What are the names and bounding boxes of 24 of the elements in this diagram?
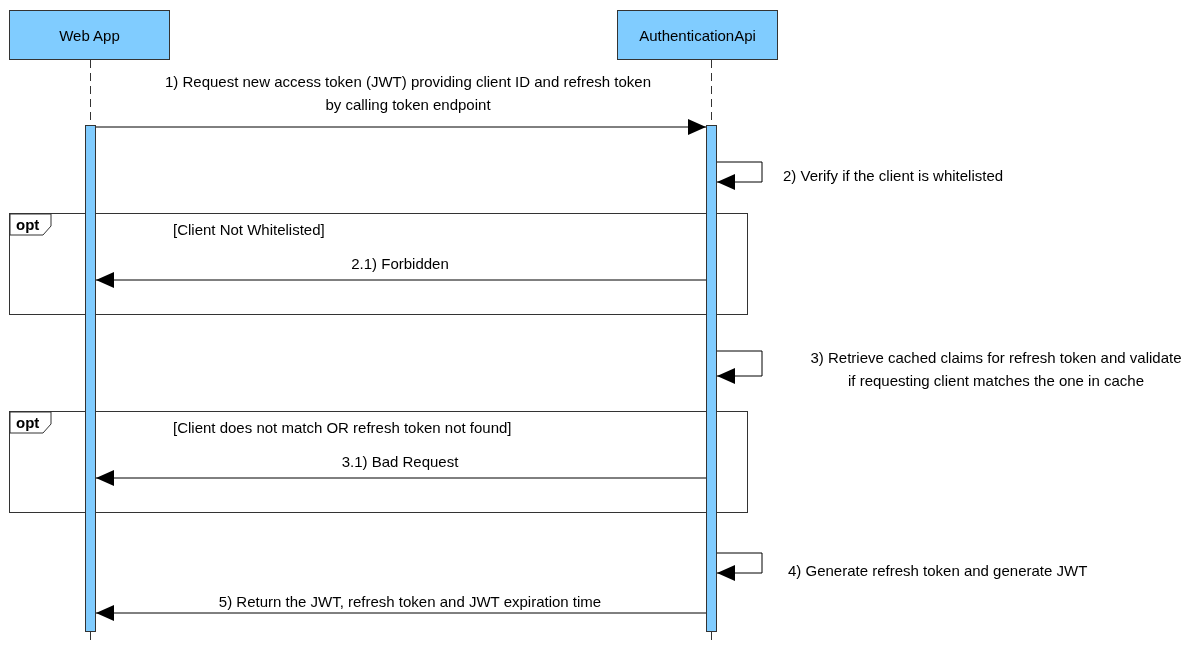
message-arrow: [95, 272, 707, 288]
message-label: 1) Request new access token (JWT) providing client ID and refresh token by calling token endpoint: [163, 72, 653, 115]
fragment-frame-header: [9, 411, 748, 443]
message-label: 4) Generate refresh token and generate JWT: [788, 561, 1089, 581]
activation-bar: [85, 125, 96, 632]
message-arrow: [95, 470, 707, 486]
fragment-frame-header: [9, 213, 748, 245]
message-arrow: [95, 119, 707, 135]
participant-box: AuthenticationApi: [617, 10, 778, 60]
message-arrow: [95, 605, 707, 621]
self-message-arrow: [716, 552, 763, 581]
participant-box: Web App: [9, 10, 170, 60]
operator-tab: opt: [10, 412, 52, 434]
message-label: 3) Retrieve cached claims for refresh token and validate if requesting client matches the one in cache: [810, 348, 1182, 391]
message-label: 2.1) Forbidden: [350, 254, 450, 274]
guard-condition: [Client does not match OR refresh token not found]: [173, 419, 512, 436]
message-label: 2) Verify if the client is whitelisted: [783, 166, 1005, 186]
guard-condition: [Client Not Whitelisted]: [173, 221, 325, 238]
self-message-arrow: [716, 350, 763, 384]
message-label: 3.1) Bad Request: [340, 452, 460, 472]
message-label: 5) Return the JWT, refresh token and JWT expiration time: [217, 592, 603, 612]
self-message-arrow: [716, 161, 763, 190]
activation-bar: [706, 125, 717, 632]
operator-tab: opt: [10, 214, 52, 236]
